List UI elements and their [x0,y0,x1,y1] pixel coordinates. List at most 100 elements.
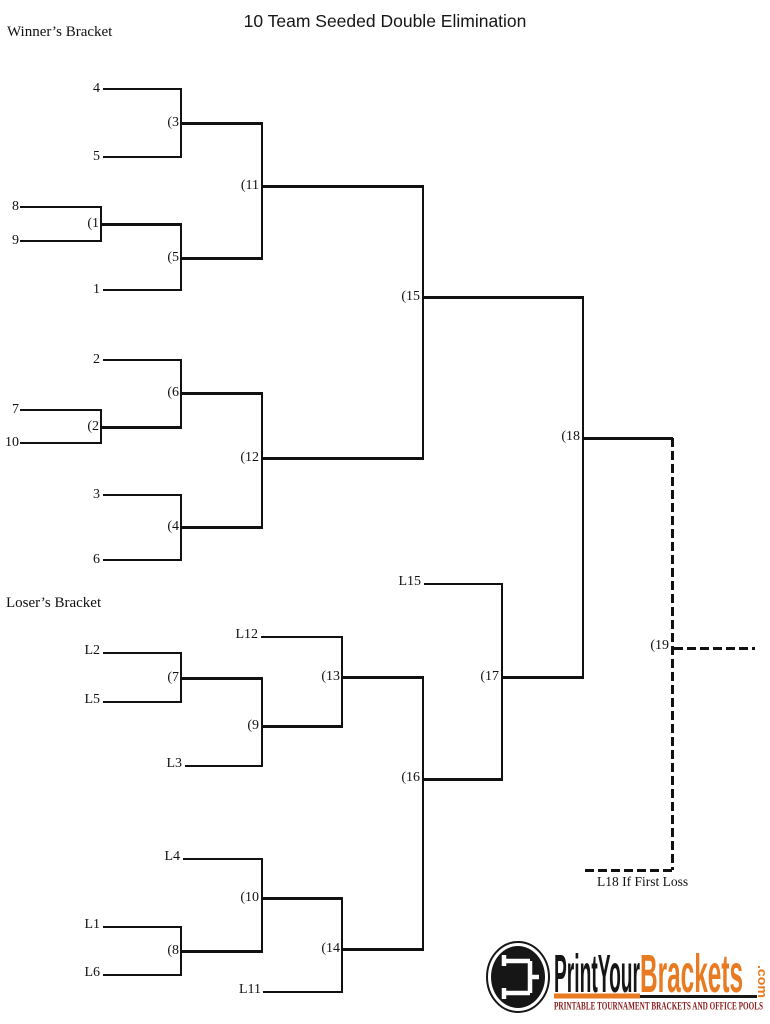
tournament-bracket-emblem-icon [486,941,550,1013]
bracket-connector [341,675,424,679]
bracket-connector-dashed [670,438,674,870]
bracket-connector [100,222,182,226]
bracket-connector [103,926,182,928]
bracket-connector-dashed [585,868,673,872]
bracket-connector [103,359,182,361]
seed-label: 1 [93,282,100,297]
winners-bracket-label: Winner’s Bracket [7,24,113,40]
bracket-connector [501,675,584,679]
match-label: (13 [321,669,340,684]
bracket-connector [185,765,263,767]
match-label: (10 [240,890,259,905]
bracket-connector [261,456,424,460]
page-title: 10 Team Seeded Double Elimination [243,11,527,31]
logo-text-dotcom: .com [755,965,766,998]
match-label: (14 [321,941,340,956]
bracket-connector [263,991,343,993]
bracket-connector-dashed [674,646,755,650]
match-label: (17 [480,669,499,684]
bracket-connector [100,410,102,443]
bracket-connector [424,583,503,585]
bracket-connector [180,391,263,395]
losers-bracket-label: Loser’s Bracket [6,595,102,611]
bracket-connector [422,677,424,949]
match-label: (2 [87,419,99,434]
logo-text-brackets: Brackets [640,944,743,1004]
seed-label: 7 [12,402,19,417]
match-label: (18 [561,429,580,444]
bracket-connector [261,724,343,728]
bracket-connector [103,701,182,703]
bracket-connector [422,295,584,299]
bracket-connector [180,224,182,290]
loser-seed-label: L15 [398,574,421,589]
loser-seed-label: L1 [84,917,100,932]
match-label: (6 [167,385,179,400]
match-label: (8 [167,943,179,958]
bracket-connector [582,297,584,677]
bracket-connector [261,636,343,638]
bracket-connector [341,637,343,726]
bracket-connector [100,425,182,429]
seed-label: 5 [93,149,100,164]
bracket-connector [180,121,263,125]
bracket-connector [422,186,424,458]
match-label: (1 [87,216,99,231]
bracket-connector [261,184,424,188]
bracket-connector [180,927,182,975]
bracket-connector [100,207,102,241]
match-label: (12 [240,450,259,465]
bracket-connector [180,89,182,157]
bracket-connector [103,156,182,158]
match-label: (7 [167,670,179,685]
bracket-connector [103,974,182,976]
match-label: (3 [167,115,179,130]
bracket-connector [261,859,263,951]
loser-seed-label: L2 [84,643,100,658]
loser-seed-label: L11 [238,982,261,997]
seed-label: 3 [93,487,100,502]
bracket-connector [180,256,263,260]
loser-seed-label: L12 [235,627,258,642]
seed-label: 10 [5,435,19,450]
bracket-connector [422,777,503,781]
loser-seed-label: L3 [166,756,182,771]
seed-label: 2 [93,352,100,367]
match-label: (11 [240,178,259,193]
bracket-connector [180,525,263,529]
bracket-connector [103,494,182,496]
bracket-connector [261,393,263,528]
loser-seed-label: L4 [164,849,180,864]
bracket-connector [103,652,182,654]
bracket-connector [180,676,263,680]
match-label: (19 [650,638,669,653]
bracket-connector [103,289,182,291]
bracket-connector [180,495,182,560]
l18-if-first-loss-note: L18 If First Loss [597,874,689,889]
logo-divider-black [640,995,757,998]
loser-seed-label: L6 [84,965,100,980]
logo-tagline: PRINTABLE TOURNAMENT BRACKETS AND OFFICE… [554,1001,763,1013]
bracket-connector [180,949,263,953]
bracket-connector [261,896,343,900]
bracket-connector [183,858,263,860]
match-label: (5 [167,250,179,265]
seed-label: 9 [12,233,19,248]
match-label: (15 [401,289,420,304]
bracket-connector [261,123,263,258]
loser-seed-label: L5 [84,692,100,707]
match-label: (16 [401,770,420,785]
bracket-connector [103,559,182,561]
print-your-brackets-logo: PrintYour Brackets .com PRINTABLE TOURNA… [486,941,766,1013]
match-label: (4 [167,519,179,534]
seed-label: 4 [93,81,100,96]
bracket-connector [261,678,263,766]
bracket-connector [180,360,182,427]
bracket-connector [341,947,424,951]
seed-label: 6 [93,552,100,567]
match-label: (9 [247,718,259,733]
bracket-connector [180,653,182,702]
seed-label: 8 [12,199,19,214]
logo-divider-orange [554,993,640,999]
